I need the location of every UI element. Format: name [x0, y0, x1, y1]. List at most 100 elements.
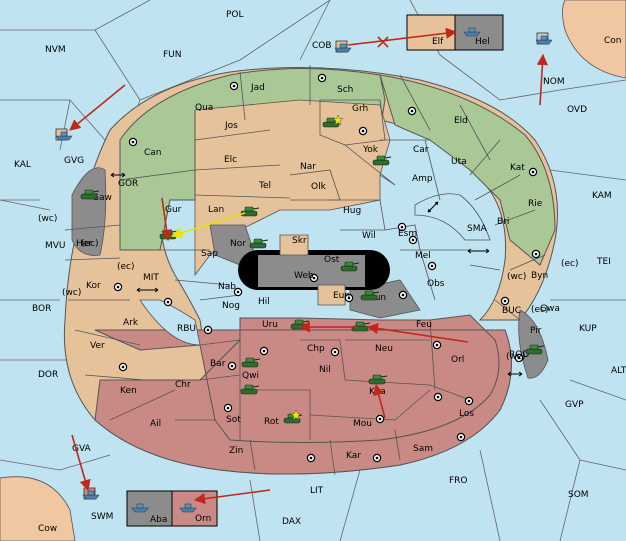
territory-label: Wil: [362, 231, 376, 241]
territory-label: Lan: [208, 205, 224, 215]
region-south-rose: [94, 314, 512, 475]
territory-label: Hug: [343, 206, 361, 216]
fleet-unit-icon[interactable]: [131, 503, 149, 513]
army-unit-icon[interactable]: [240, 206, 260, 217]
supply-center-dot: [467, 399, 471, 403]
territory-label: Ail: [150, 419, 161, 429]
coast-label: (ec): [531, 305, 549, 315]
territory-label: Zin: [229, 446, 243, 456]
failed-order-mark: [377, 36, 389, 48]
territory-eun[interactable]: [317, 284, 346, 306]
army-unit-icon[interactable]: [249, 238, 269, 249]
supply-center-dot: [531, 170, 535, 174]
territory-label: Amp: [412, 174, 433, 184]
fleet-unit-icon[interactable]: [55, 131, 73, 141]
territory-label: Orn: [195, 514, 211, 524]
territory-web[interactable]: [258, 255, 308, 287]
coast-label: (wc): [62, 288, 81, 298]
territory-label: Feu: [416, 320, 432, 330]
supply-center-dot: [400, 225, 404, 229]
territory-pir[interactable]: [518, 309, 549, 379]
territory-label: Hel: [475, 37, 490, 47]
army-unit-icon[interactable]: [240, 384, 260, 395]
sea-label: GVP: [565, 400, 584, 410]
order-arrow: [193, 489, 271, 505]
sea-label: Cow: [38, 524, 57, 534]
supply-center-dot: [435, 343, 439, 347]
territory-label: Gaw: [92, 193, 112, 203]
territory-gaw[interactable]: [71, 167, 107, 256]
supply-center-dot: [361, 129, 365, 133]
supply-center-dot: [226, 406, 230, 410]
army-unit-icon[interactable]: [322, 117, 342, 128]
territory-label: Pir: [530, 326, 542, 336]
supply-center-dot: [166, 300, 170, 304]
territory-label: Elf: [432, 37, 444, 47]
supply-center-dot: [230, 364, 234, 368]
sea-label: NVM: [45, 45, 66, 55]
supply-center-dot: [517, 356, 521, 360]
sea-label: MIT: [143, 273, 159, 283]
territory-label: Jos: [224, 121, 238, 131]
territory-label: Nog: [222, 301, 240, 311]
army-unit-icon[interactable]: [525, 344, 545, 355]
territory-label: Yok: [362, 145, 379, 155]
territory-label: Aba: [150, 515, 167, 525]
territory-cow[interactable]: [0, 476, 76, 541]
army-unit-icon[interactable]: [360, 290, 380, 301]
sea-label: KAL: [14, 160, 31, 170]
sea-label: POL: [226, 10, 244, 20]
sea-label: SWM: [91, 512, 113, 522]
territory-label: Orl: [451, 355, 464, 365]
army-unit-icon[interactable]: [80, 189, 100, 200]
army-unit-icon[interactable]: [241, 357, 261, 368]
supply-center-dot: [333, 350, 337, 354]
supply-center-dot: [436, 395, 440, 399]
army-unit-icon[interactable]: [340, 261, 360, 272]
order-arrow: [373, 383, 386, 419]
sea-label: Con: [604, 36, 622, 46]
fleet-unit-icon[interactable]: [463, 27, 481, 37]
supply-center-dot: [410, 109, 414, 113]
territory-label: Chp: [307, 344, 325, 354]
territory-label: Uru: [262, 320, 278, 330]
supply-center-dot: [411, 238, 415, 242]
territory-label: Can: [144, 148, 162, 158]
fleet-unit-icon[interactable]: [535, 35, 553, 45]
order-arrow: [366, 322, 469, 343]
supply-center-dot: [232, 84, 236, 88]
units: [55, 27, 553, 513]
order-arrows: [69, 27, 548, 505]
sea-label: TEI: [596, 257, 611, 267]
sea-label: OVD: [567, 105, 587, 115]
supply-center-dot: [375, 456, 379, 460]
fleet-unit-icon[interactable]: [179, 503, 197, 513]
territory-label: Nar: [300, 162, 316, 172]
coast-label: (wc): [506, 352, 525, 362]
army-unit-icon[interactable]: [372, 155, 392, 166]
coast-label: (ec): [561, 259, 579, 269]
fleet-unit-icon[interactable]: [82, 490, 100, 500]
territory-label: Qua: [195, 103, 213, 113]
territory-skr[interactable]: [279, 234, 309, 256]
territory-label: Car: [413, 145, 429, 155]
sea-label: SOM: [568, 490, 589, 500]
order-arrow: [347, 27, 458, 46]
territory-con[interactable]: [562, 0, 626, 79]
territory-label: Byn: [531, 271, 548, 281]
territory-label: Bri: [497, 217, 509, 227]
territory-label: Sun: [369, 293, 386, 303]
supply-center-dot: [503, 299, 507, 303]
territory-label: Chr: [175, 380, 191, 390]
sea-label: NOM: [543, 77, 565, 87]
supply-center-dot: [459, 435, 463, 439]
coast-label: (ec): [117, 262, 135, 272]
sea-label: FUN: [163, 50, 182, 60]
sea-label: RBU: [177, 324, 196, 334]
supply-center-dot: [121, 365, 125, 369]
territory-label: Grh: [352, 104, 368, 114]
supply-center-dot: [320, 76, 324, 80]
sea-label: COB: [312, 41, 332, 51]
fleet-unit-icon[interactable]: [334, 43, 352, 53]
